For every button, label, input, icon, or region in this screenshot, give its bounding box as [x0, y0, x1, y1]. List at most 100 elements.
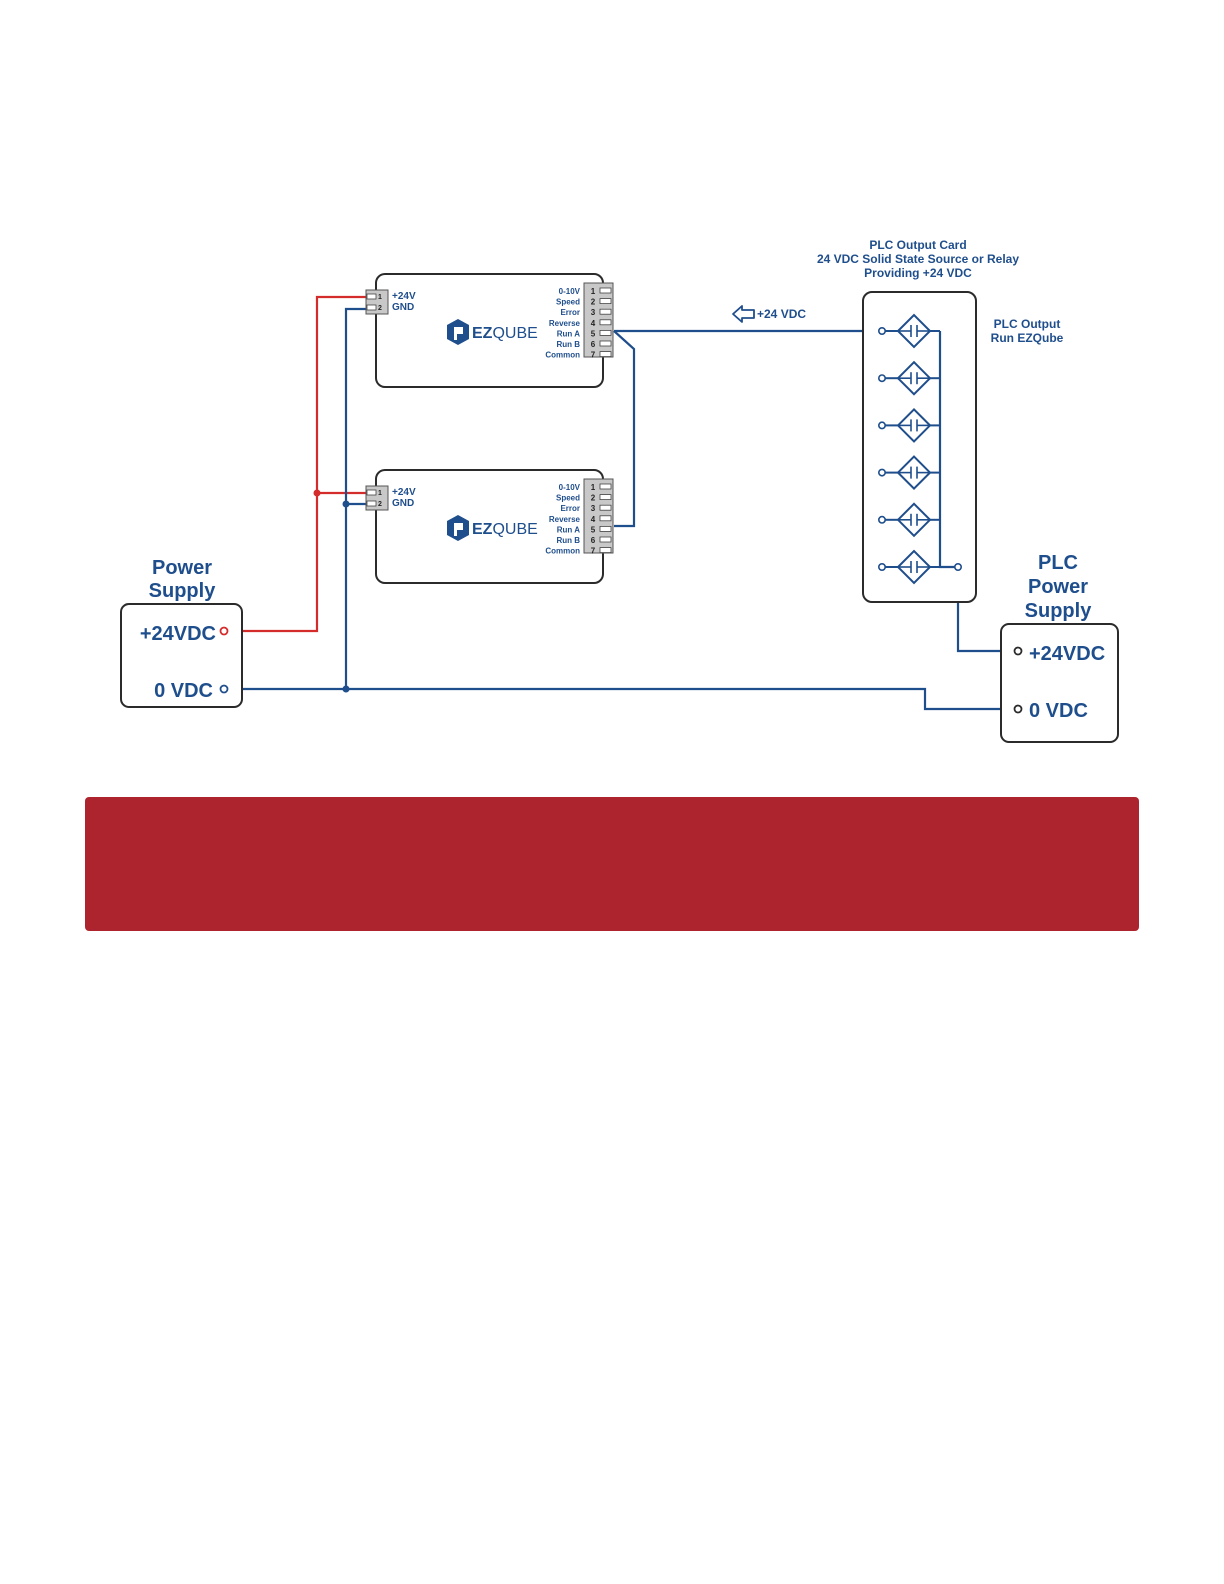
io-pin	[599, 494, 612, 501]
plc-power-supply-pos-label: +24VDC	[1029, 643, 1105, 665]
io-label: Run B	[556, 340, 580, 349]
io-pin-number: 1	[591, 483, 596, 492]
power-pin-1-label: +24V	[392, 291, 416, 302]
blue-junction-dot-upper	[342, 500, 350, 508]
ezqube-brand: EZQUBE	[472, 325, 538, 342]
io-pin-number: 3	[591, 504, 596, 513]
io-pin-number: 2	[591, 298, 596, 307]
blue-wire-0vdc	[224, 687, 1015, 711]
power-pin-1-number: 1	[378, 294, 382, 301]
plc-power-supply-neg-label: 0 VDC	[1029, 700, 1088, 722]
power-pin-1	[366, 293, 377, 300]
red-banner	[85, 797, 1139, 931]
io-pin-number: 4	[591, 319, 596, 328]
io-label: Reverse	[549, 319, 581, 328]
plc-output-terminal	[877, 468, 886, 477]
plc-output-channel	[877, 549, 940, 585]
plc-output-channel	[877, 313, 940, 349]
wires	[224, 295, 1015, 711]
io-pin-number: 6	[591, 340, 596, 349]
io-label: 0-10V	[559, 483, 581, 492]
ezqube-brand-ez: EZ	[472, 521, 493, 538]
io-pin-number: 5	[591, 329, 596, 338]
io-pin	[599, 515, 612, 522]
plc-output-channel	[877, 502, 940, 538]
plc-power-supply-title-line2: Power	[1028, 576, 1088, 598]
plc-output-terminal	[877, 374, 886, 383]
plc-power-supply-box	[1000, 623, 1119, 743]
power-pin-1-number: 1	[378, 490, 382, 497]
plc-card-title-line3: Providing +24 VDC	[864, 266, 972, 280]
plc-output-card: PLC Output Card 24 VDC Solid State Sourc…	[817, 238, 1064, 603]
io-label: Speed	[556, 494, 580, 503]
io-pin	[599, 536, 612, 543]
io-pin-number: 1	[591, 287, 596, 296]
plc-output-label-line1: PLC Output	[994, 317, 1061, 331]
io-pin	[599, 351, 612, 358]
power-pin-2-number: 2	[378, 305, 382, 312]
power-supply-neg-terminal	[219, 684, 229, 694]
io-pin	[599, 298, 612, 305]
plc-power-supply-title-line1: PLC	[1038, 552, 1078, 574]
io-label: Common	[545, 351, 580, 360]
plc-output-list	[877, 313, 940, 585]
io-label: Reverse	[549, 515, 581, 524]
io-pin	[599, 340, 612, 347]
red-junction-dot	[313, 489, 321, 497]
plc-output-channel	[877, 407, 940, 443]
power-supply-pos-label: +24VDC	[140, 623, 216, 645]
plc-card-title-line2: 24 VDC Solid State Source or Relay	[817, 252, 1019, 266]
io-pin	[599, 504, 612, 511]
plc-card-title-line1: PLC Output Card	[869, 238, 966, 252]
io-pin-number: 4	[591, 515, 596, 524]
power-pin-2	[366, 500, 377, 507]
run-signal-jumper	[613, 330, 636, 528]
io-pin-number: 7	[591, 351, 596, 360]
io-label: Run B	[556, 536, 580, 545]
io-pin-number: 6	[591, 536, 596, 545]
plc-output-terminal	[877, 421, 886, 430]
plc-output-terminal	[877, 562, 886, 571]
ezqube-brand-qube: QUBE	[492, 325, 537, 342]
plc-power-supply-title-line3: Supply	[1025, 600, 1093, 622]
plc-output-terminal	[877, 515, 886, 524]
ezqube-brand-qube: QUBE	[492, 521, 537, 538]
red-wire-24v	[224, 295, 366, 633]
io-pin	[599, 287, 612, 294]
ezqube-brand-ez: EZ	[472, 325, 493, 342]
blue-junction-dot-lower	[342, 685, 350, 693]
left-arrow-icon	[732, 305, 755, 323]
plc-output-label-line2: Run EZQube	[991, 331, 1064, 345]
io-pin-number: 5	[591, 525, 596, 534]
io-pin	[599, 526, 612, 532]
power-supply-neg-label: 0 VDC	[154, 680, 213, 702]
blue-wire-gnd-top	[344, 307, 366, 689]
io-label: Error	[560, 504, 580, 513]
io-pin	[599, 308, 612, 315]
arrow-24vdc-label: +24 VDC	[757, 307, 806, 321]
io-pin	[599, 329, 612, 336]
io-label: Error	[560, 308, 580, 317]
io-label: Common	[545, 547, 580, 556]
power-pin-2	[366, 304, 377, 311]
io-pin-number: 3	[591, 308, 596, 317]
io-pin	[599, 319, 612, 326]
io-label: Run A	[557, 525, 580, 534]
power-pin-1-label: +24V	[392, 487, 416, 498]
plc-output-terminal	[877, 326, 886, 335]
io-pin	[599, 547, 612, 553]
io-label: 0-10V	[559, 287, 581, 296]
plc-common-terminal	[953, 562, 962, 571]
ezqube-brand: EZQUBE	[472, 521, 538, 538]
plc-card-box	[862, 291, 977, 603]
power-supply-pos-terminal	[219, 626, 229, 636]
io-pin-number: 7	[591, 547, 596, 556]
io-pin	[599, 483, 612, 490]
power-pin-2-label: GND	[392, 302, 414, 313]
power-supply-box	[120, 603, 243, 708]
plc-power-supply-pos-terminal	[1013, 646, 1023, 656]
